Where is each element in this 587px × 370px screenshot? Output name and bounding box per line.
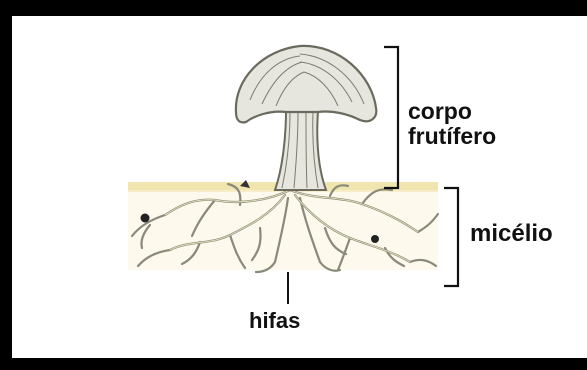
corpo-line1: corpo [408,99,496,124]
hifas-label: hifas [249,310,300,332]
spore-dot-left [141,214,150,223]
corpo-frutifero-bracket [384,47,398,188]
corpo-line2: frutífero [408,124,496,149]
micelio-bracket [444,188,458,286]
mushroom-stipe [275,110,326,190]
corpo-frutifero-label: corpo frutífero [408,99,496,149]
mushroom-cap [236,46,376,122]
spore-dot-right [371,235,379,243]
micelio-label: micélio [470,222,553,246]
